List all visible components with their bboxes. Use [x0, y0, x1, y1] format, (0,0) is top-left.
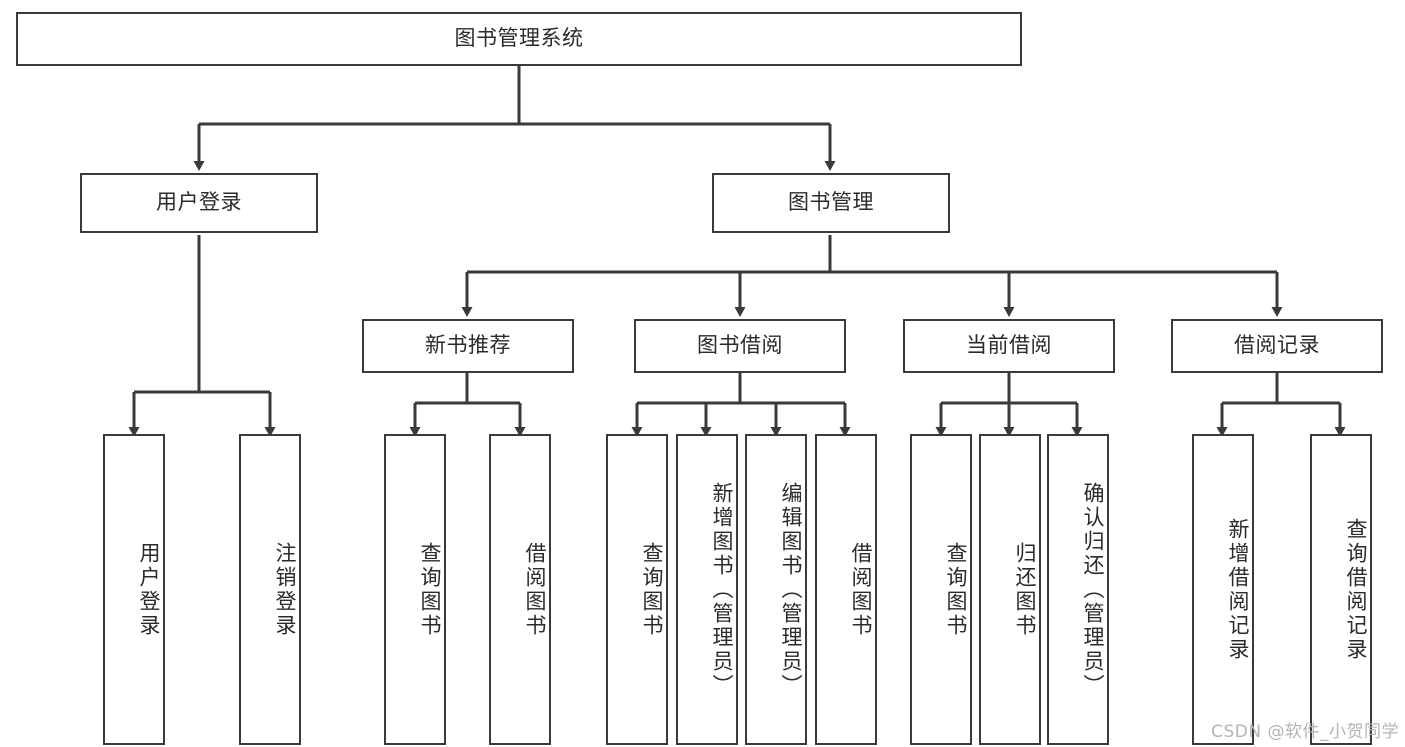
leaf-borrow-edit-book-admin[interactable]: 编辑图书（管理员）: [745, 434, 807, 745]
leaf-label: 查询图书: [640, 541, 664, 638]
leaf-record-query-record[interactable]: 查询借阅记录: [1310, 434, 1372, 745]
leaf-label: 查询图书: [418, 541, 442, 638]
leaf-label: 用户登录: [137, 541, 161, 638]
leaf-record-add-record[interactable]: 新增借阅记录: [1192, 434, 1254, 745]
leaf-user-login-login[interactable]: 用户登录: [103, 434, 165, 745]
leaf-label: 借阅图书: [849, 541, 873, 638]
csdn-watermark: CSDN @软件_小贺同学: [1211, 722, 1399, 742]
node-book-borrow[interactable]: 图书借阅: [634, 319, 846, 373]
leaf-current-query-book[interactable]: 查询图书: [910, 434, 972, 745]
leaf-user-login-logout[interactable]: 注销登录: [239, 434, 301, 745]
leaf-recommend-query-book[interactable]: 查询图书: [384, 434, 446, 745]
node-root-system[interactable]: 图书管理系统: [16, 12, 1022, 66]
leaf-label: 编辑图书（管理员）: [779, 481, 803, 698]
leaf-current-confirm-return-admin[interactable]: 确认归还（管理员）: [1047, 434, 1109, 745]
leaf-label: 新增图书（管理员）: [710, 481, 734, 698]
node-new-book-recommend[interactable]: 新书推荐: [362, 319, 574, 373]
node-borrow-record[interactable]: 借阅记录: [1171, 319, 1383, 373]
node-current-borrow[interactable]: 当前借阅: [903, 319, 1115, 373]
leaf-borrow-borrow-book[interactable]: 借阅图书: [815, 434, 877, 745]
leaf-recommend-borrow-book[interactable]: 借阅图书: [489, 434, 551, 745]
node-user-login[interactable]: 用户登录: [80, 173, 318, 233]
leaf-label: 确认归还（管理员）: [1081, 481, 1105, 698]
leaf-borrow-query-book[interactable]: 查询图书: [606, 434, 668, 745]
leaf-label: 归还图书: [1013, 541, 1037, 638]
leaf-label: 注销登录: [273, 541, 297, 638]
leaf-current-return-book[interactable]: 归还图书: [979, 434, 1041, 745]
leaf-label: 新增借阅记录: [1226, 517, 1250, 662]
leaf-label: 查询借阅记录: [1344, 517, 1368, 662]
leaf-label: 借阅图书: [523, 541, 547, 638]
leaf-borrow-add-book-admin[interactable]: 新增图书（管理员）: [676, 434, 738, 745]
node-book-management[interactable]: 图书管理: [712, 173, 950, 233]
leaf-label: 查询图书: [944, 541, 968, 638]
